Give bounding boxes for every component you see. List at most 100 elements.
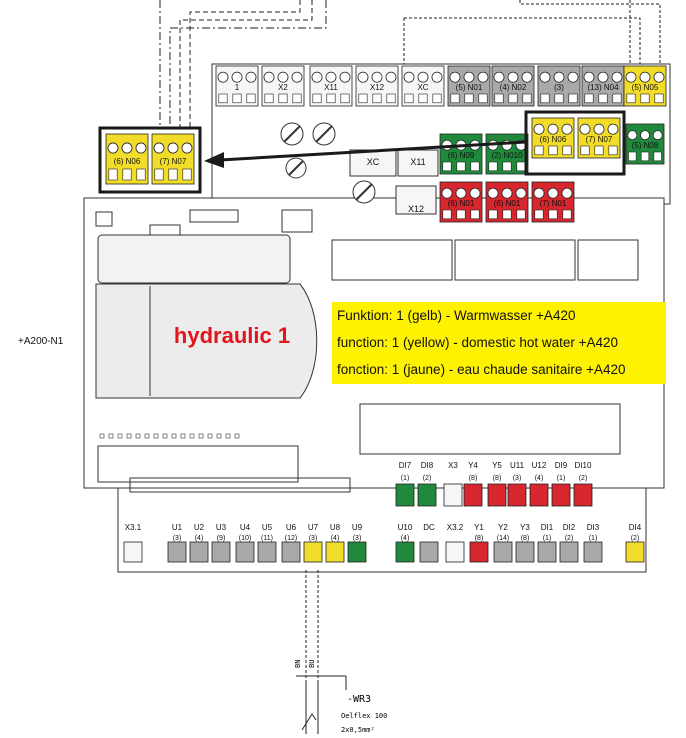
bottom-lower-label-7: U7	[308, 523, 319, 532]
wire-bu-label: BU	[308, 660, 316, 668]
bottom-lower-connector-15	[515, 541, 535, 563]
info-box: Funktion: 1 (gelb) - Warmwasser +A420 fu…	[332, 302, 666, 384]
bottom-upper-label-4: Y5	[492, 461, 502, 470]
pointer-arrow	[204, 140, 527, 168]
bottom-upper-num-6: (4)	[535, 475, 544, 482]
bottom-lower-connector-18	[583, 541, 603, 563]
bottom-upper-label-6: U12	[532, 461, 547, 470]
board-dot	[144, 433, 150, 439]
cable-type: Oelflex 100	[341, 712, 387, 720]
bottom-lower-label-4: U4	[240, 523, 251, 532]
bottom-lower-num-10: (4)	[401, 535, 410, 542]
second-connector-row: (6) N06 (7) N07 (5) N08	[531, 117, 665, 165]
bottom-upper-connector-4	[487, 483, 507, 507]
top-connector-2-label: X11	[324, 83, 338, 92]
top-connector-6-label: (4) N02	[500, 83, 527, 92]
top-connector-1: X2	[261, 65, 305, 107]
top-connector-8: (13) N04	[581, 65, 625, 107]
board-dot	[153, 433, 159, 439]
zoom-inset: (6) N06 (7) N07	[98, 126, 202, 194]
cable-wr3: BN BU -WR3 Oelflex 100 2x0,5mm²	[294, 570, 387, 734]
zoom-connector-1: (7) N07	[151, 133, 195, 185]
zoom-connector-0-label: (6) N06	[114, 157, 141, 166]
second-connector-1-label: (7) N07	[586, 135, 613, 144]
bottom-lower-label-15: Y3	[520, 523, 530, 532]
bottom-lower-label-1: U1	[172, 523, 183, 532]
terminal-xc-label: XC	[367, 157, 380, 167]
bottom-lower-connector-6	[281, 541, 301, 563]
bottom-lower-label-12: X3.2	[447, 523, 464, 532]
bottom-lower-num-8: (4)	[331, 535, 340, 542]
red-connector-row: (6) N01(6) N01(7) N01	[439, 181, 575, 223]
board-dot	[198, 433, 204, 439]
bottom-upper-label-5: U11	[510, 461, 525, 470]
bottom-lower-connector-19	[625, 541, 645, 563]
board-dot	[225, 433, 231, 439]
bottom-upper-label-1: DI8	[421, 461, 434, 470]
bottom-upper-connector-2	[443, 483, 463, 507]
bottom-lower-connector-12	[445, 541, 465, 563]
board-dot	[108, 433, 114, 439]
bottom-upper-num-8: (2)	[579, 475, 588, 482]
bottom-lower-connector-9	[347, 541, 367, 563]
green-connector-0-label: (6) N09	[448, 151, 475, 160]
bottom-lower-connector-3	[211, 541, 231, 563]
top-connector-9: (5) N05	[623, 65, 667, 107]
bottom-lower-connector-1	[167, 541, 187, 563]
top-connector-7: (3)	[537, 65, 581, 107]
wire-bn-label: BN	[294, 660, 302, 668]
second-connector-0-label: (6) N06	[540, 135, 567, 144]
bottom-lower-connector-11	[419, 541, 439, 563]
bottom-upper-num-0: (1)	[401, 475, 410, 482]
bottom-lower-num-15: (8)	[521, 535, 530, 542]
bottom-lower-num-4: (10)	[239, 535, 251, 542]
bottom-lower-num-17: (2)	[565, 535, 574, 542]
second-connector-1: (7) N07	[577, 117, 621, 159]
bottom-lower-num-18: (1)	[589, 535, 598, 542]
top-connector-4: XC	[401, 65, 445, 107]
info-line-en: function: 1 (yellow) - domestic hot wate…	[337, 335, 618, 350]
board-dot	[216, 433, 222, 439]
bottom-lower-label-19: DI4	[629, 523, 642, 532]
bottom-lower-connector-8	[325, 541, 345, 563]
bottom-upper-num-4: (8)	[493, 475, 502, 482]
zoom-connector-1-label: (7) N07	[160, 157, 187, 166]
top-connector-5-label: (5) N01	[456, 83, 483, 92]
top-connector-7-label: (3)	[554, 83, 564, 92]
green-connector-1-label: (2) N010	[491, 151, 523, 160]
top-connector-2: X11	[309, 65, 353, 107]
board-dot	[234, 433, 240, 439]
board-dot	[171, 433, 177, 439]
board-label: +A200-N1	[18, 336, 64, 347]
top-connector-5: (5) N01	[447, 65, 491, 107]
zoom-connector-0: (6) N06	[105, 133, 149, 185]
bottom-lower-connector-17	[559, 541, 579, 563]
board-dot	[99, 433, 105, 439]
bottom-lower-num-6: (12)	[285, 535, 297, 542]
bottom-upper-connector-3	[463, 483, 483, 507]
bottom-upper-label-8: DI10	[575, 461, 592, 470]
bottom-lower-num-19: (2)	[631, 535, 640, 542]
top-connector-3: X12	[355, 65, 399, 107]
bottom-upper-label-7: DI9	[555, 461, 568, 470]
bottom-lower-num-16: (1)	[543, 535, 552, 542]
bottom-upper-label-3: Y4	[468, 461, 478, 470]
bottom-lower-connector-2	[189, 541, 209, 563]
second-connector-2: (5) N08	[625, 123, 665, 165]
red-connector-1-label: (6) N01	[494, 199, 521, 208]
bottom-lower-connector-5	[257, 541, 277, 563]
top-connector-8-label: (13) N04	[587, 83, 619, 92]
board-dot	[126, 433, 132, 439]
board-dot	[189, 433, 195, 439]
bottom-lower-label-17: DI2	[563, 523, 576, 532]
board-dot	[207, 433, 213, 439]
bottom-upper-connector-5	[507, 483, 527, 507]
bottom-lower-connector-7	[303, 541, 323, 563]
red-connector-1: (6) N01	[485, 181, 529, 223]
bottom-lower-num-5: (11)	[261, 535, 273, 542]
bottom-lower-label-3: U3	[216, 523, 227, 532]
bottom-lower-connector-16	[537, 541, 557, 563]
